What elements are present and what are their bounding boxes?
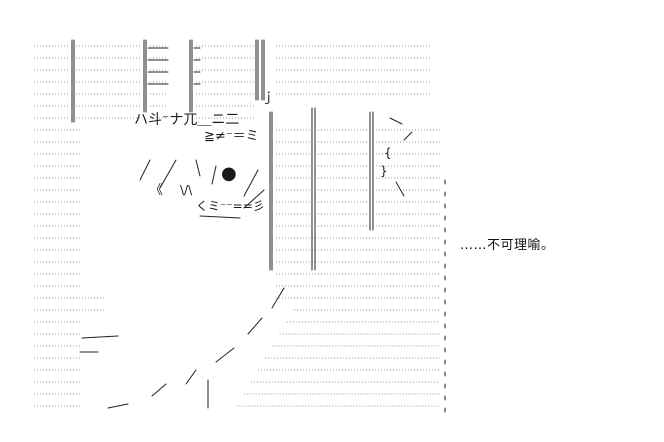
stroke-line [215,347,235,363]
stroke-line [151,383,167,397]
figure-mouth-row: くミ⁻⁻==彡 [196,199,265,213]
stroke-line [211,165,217,185]
stroke-line [243,169,259,197]
caption-text: ……不可理喻。 [460,238,555,253]
stroke-line [185,369,197,385]
stroke-line [247,317,263,335]
dotted-background-rows [34,45,440,407]
figure-brow-row: ≧≠⁻＝ミ [204,129,259,144]
eye-icon: ● [221,163,237,184]
stroke-line [195,159,201,177]
stroke-line [243,189,265,209]
line-strokes [71,39,446,413]
stroke-line [81,335,119,339]
stroke-line [389,117,403,125]
stroke-line [199,215,241,219]
figure-brace-left: { [384,146,392,160]
stroke-line [159,159,177,189]
figure-paren-close: ｊ [262,90,274,104]
stroke-line [139,159,151,181]
figure-whisker-left: 《 [150,183,163,198]
stroke-line [395,181,405,197]
stroke-line [107,403,129,409]
character-figure: ハ斗⁻ナ兀＿ニ二 ≧≠⁻＝ミ 《 \/\ くミ⁻⁻==彡 ● ｊ { } [134,90,392,213]
figure-kana-row: ハ斗⁻ナ兀＿ニ二 [134,112,239,128]
stroke-line [271,287,285,309]
figure-whisker-mid: \/\ [180,183,193,197]
stroke-line [403,131,413,141]
figure-brace-right: } [380,164,388,178]
